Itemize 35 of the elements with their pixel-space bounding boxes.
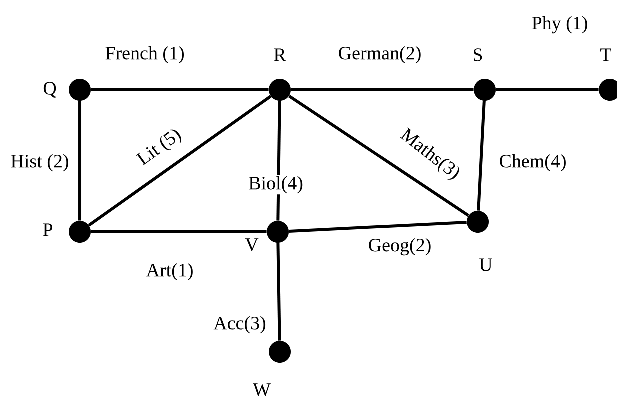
vertex-label: V: [245, 238, 259, 252]
edge-line: [78, 101, 82, 221]
edge-label: Chem(4): [500, 154, 566, 172]
edge-label: French (1): [106, 46, 184, 64]
vertex-dot: [69, 221, 91, 243]
vertex-dot: [474, 79, 496, 101]
edge-label: German(2): [339, 46, 421, 64]
edge-label: Art(1): [146, 263, 193, 281]
vertex-label: U: [480, 258, 492, 272]
edge-line: [276, 243, 282, 341]
edge-label: Lit (5): [136, 130, 182, 166]
edge-line: [291, 88, 474, 92]
edge-label: Geog(2): [369, 238, 431, 256]
vertex-dot: [467, 211, 489, 233]
vertex-label: P: [43, 224, 53, 236]
vertex-label: W: [253, 384, 271, 396]
edge-line: [289, 221, 467, 233]
edge-line: [88, 95, 272, 227]
vertex-dot: [269, 341, 291, 363]
edge-label: Hist (2): [11, 154, 68, 172]
edge-line: [496, 88, 599, 92]
vertex-dot: [267, 221, 289, 243]
edge-label: Phy (1): [532, 16, 588, 34]
edge-line: [477, 101, 486, 211]
edge-label: Biol(4): [249, 176, 303, 194]
edge-label: Acc(3): [214, 316, 266, 334]
vertex-label: S: [474, 48, 482, 62]
vertex-dot: [69, 79, 91, 101]
edge-line: [91, 88, 269, 92]
vertex-dot: [269, 79, 291, 101]
edge-line: [91, 230, 267, 234]
vertex-label: T: [600, 48, 612, 62]
edge-line: [288, 94, 470, 218]
vertex-label: R: [274, 48, 286, 62]
vertex-label: Q: [44, 82, 57, 98]
